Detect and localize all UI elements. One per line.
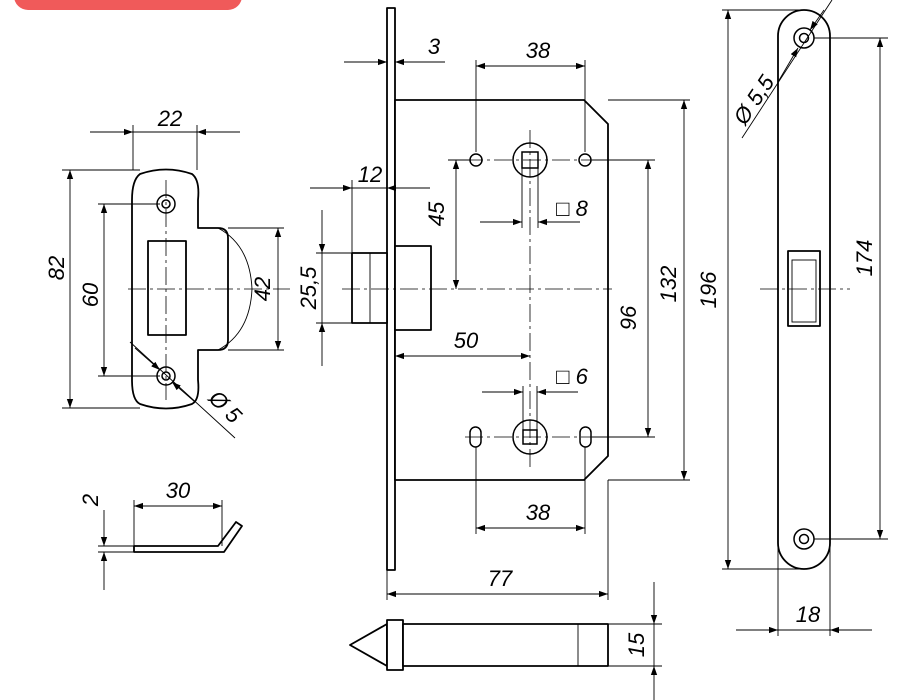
strike-profile-length-label: 30 xyxy=(166,478,191,503)
faceplate-front-view xyxy=(760,9,850,570)
backset-label: 50 xyxy=(454,328,479,353)
strike-thickness-label: 2 xyxy=(78,494,103,507)
top-square-size-label: □ 8 xyxy=(556,196,588,221)
faceplate-height-label: 196 xyxy=(696,271,721,308)
strike-hole-diameter-label: Ø 5 xyxy=(203,385,247,429)
faceplate-width-label: 18 xyxy=(796,602,821,627)
center-distance-label: 96 xyxy=(616,305,641,330)
strike-plate-latch-slot xyxy=(147,240,187,336)
bolt-width-label: 15 xyxy=(624,632,649,657)
faceplate-hole-spacing-label: 174 xyxy=(852,240,877,277)
lock-body-dimensions: 3 38 12 45 25,5 □ 8 50 xyxy=(296,8,690,600)
lock-body xyxy=(342,7,612,571)
faceplate-latch-window xyxy=(787,250,821,327)
strike-profile-shape xyxy=(133,521,243,553)
latch-tongue xyxy=(351,252,388,324)
latch-bevel-tip xyxy=(349,623,388,667)
bottom-hole-spacing-label: 38 xyxy=(526,500,551,525)
lock-case xyxy=(394,99,609,481)
latch-block xyxy=(394,245,432,331)
strike-plate xyxy=(128,168,290,410)
top-hole-spacing-label: 38 xyxy=(526,38,551,63)
strike-width-label: 22 xyxy=(157,106,182,131)
spindle-offset-label: 45 xyxy=(424,201,449,226)
strike-lip-height-label: 42 xyxy=(250,277,275,301)
latch-bottom-view: 15 xyxy=(349,582,662,700)
bottom-square-size-label: □ 6 xyxy=(556,364,588,389)
strike-hole-spacing-label: 60 xyxy=(78,282,103,307)
latch-protrusion-label: 12 xyxy=(358,162,382,187)
strike-height-label: 82 xyxy=(44,256,69,280)
corner-badge xyxy=(14,0,242,10)
faceplate-thickness-label: 3 xyxy=(428,34,441,59)
strike-plate-profile: 30 2 xyxy=(78,478,243,590)
case-depth-label: 77 xyxy=(488,566,513,591)
faceplate-dimensions: 196 174 18 Ø 5,5 xyxy=(696,0,888,636)
latch-rod xyxy=(402,623,609,667)
latch-height-label: 25,5 xyxy=(296,266,321,311)
latch-collar xyxy=(386,619,404,671)
case-height-label: 132 xyxy=(656,266,681,303)
faceplate-hole-diameter-label: Ø 5,5 xyxy=(728,70,780,130)
